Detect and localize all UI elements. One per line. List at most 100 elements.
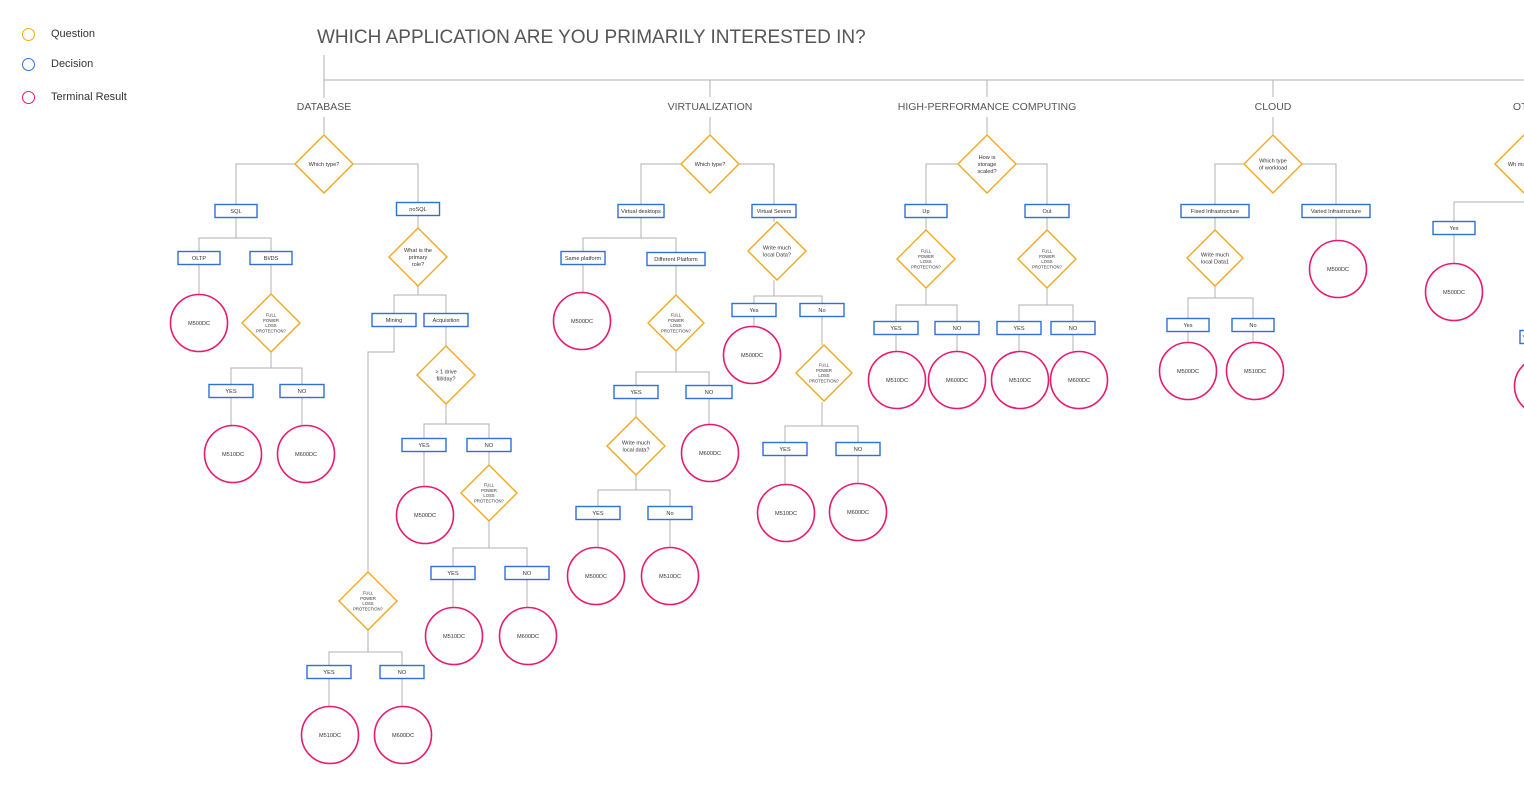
decision-box-shape <box>934 320 980 336</box>
terminal-label: M510DC <box>1244 369 1266 375</box>
decision-label: YES <box>1522 335 1524 341</box>
terminal-result-node: M510DC <box>1225 341 1285 401</box>
question-diamond-shape <box>957 134 1017 194</box>
decision-box-shape <box>371 312 417 328</box>
decision-box-shape <box>1432 220 1476 236</box>
terminal-circle-shape <box>169 293 229 353</box>
terminal-label: M500DC <box>414 513 436 519</box>
connector-line <box>753 280 775 303</box>
connector-line <box>1018 288 1048 321</box>
question-node: Which type? <box>680 134 740 194</box>
decision-label: YES <box>630 390 641 396</box>
connector-line <box>368 651 403 665</box>
terminal-result-node: M500DC <box>722 325 782 385</box>
terminal-circle-shape <box>1049 350 1109 410</box>
legend-terminal-result: Terminal Result <box>22 87 127 107</box>
decision-node: Yes <box>731 302 777 318</box>
connector-line <box>198 217 237 251</box>
decision-label: SQL <box>230 209 241 215</box>
decision-node: Out <box>1024 203 1070 219</box>
question-diamond-shape <box>460 464 518 522</box>
connector-line <box>641 237 677 252</box>
connector-line <box>895 288 927 321</box>
decision-node: YES <box>1519 329 1524 345</box>
decision-node: YES <box>762 441 808 457</box>
terminal-circle-shape <box>828 482 888 542</box>
decision-box-shape <box>904 203 948 219</box>
connector-line <box>1187 286 1216 318</box>
decision-box-shape <box>731 302 777 318</box>
decision-label: Varied Infrastructure <box>1311 209 1361 215</box>
question-diamond-shape <box>1243 134 1303 194</box>
decision-box-shape <box>647 505 693 521</box>
decision-label: NO <box>398 670 407 676</box>
decision-label: Fixed Infrastructure <box>1191 209 1239 215</box>
decision-node: Varied Infrastructure <box>1301 203 1371 219</box>
legend-question: Question <box>22 24 95 44</box>
legend-label-decision: Decision <box>51 58 94 70</box>
decision-node: YES <box>873 320 919 336</box>
terminal-result-node: M500DC <box>1424 262 1484 322</box>
decision-node: Virtual desktops <box>617 203 665 219</box>
decision-label: No <box>818 308 825 314</box>
question-diamond-shape <box>1017 229 1077 289</box>
terminal-circle-shape <box>373 705 433 765</box>
connector-line <box>636 489 671 506</box>
connector-line <box>582 217 642 252</box>
terminal-result-node: M510DC <box>867 350 927 410</box>
connector-line <box>1215 297 1254 318</box>
decision-box-shape <box>401 437 447 453</box>
decision-label: NO <box>1069 326 1078 332</box>
connector-line <box>784 402 823 442</box>
decision-label: NO <box>953 326 962 332</box>
decision-node: NO <box>279 383 325 399</box>
terminal-label: M510DC <box>886 378 908 384</box>
decision-box-shape <box>379 664 425 680</box>
decision-box-shape <box>395 201 441 217</box>
terminal-label: M500DC <box>1177 369 1199 375</box>
decision-node: YES <box>430 565 476 581</box>
connector-line <box>597 475 637 506</box>
decision-label: OLTP <box>192 256 206 262</box>
decision-label: BI/DS <box>264 256 279 262</box>
terminal-circle-shape <box>566 546 626 606</box>
decision-box-shape <box>430 565 476 581</box>
question-diamond-shape <box>647 294 705 352</box>
decision-label: Acquisition <box>432 318 459 324</box>
terminal-label: M600DC <box>946 378 968 384</box>
terminal-label: M500DC <box>1443 290 1465 296</box>
question-diamond-shape <box>680 134 740 194</box>
connector-line <box>328 630 369 665</box>
decision-label: noSQL <box>409 207 426 213</box>
decision-box-shape <box>1519 329 1524 345</box>
terminal-circle-shape <box>498 606 558 666</box>
decision-label: No <box>1249 323 1256 329</box>
decision-node: No <box>799 302 845 318</box>
decision-box-shape <box>762 441 808 457</box>
decision-box-shape <box>1166 317 1210 333</box>
terminal-circle-shape <box>395 485 455 545</box>
connector-line <box>1016 163 1048 204</box>
question-label: Which type? <box>309 162 340 168</box>
decision-label: Yes <box>1449 226 1458 232</box>
decision-node: NO <box>379 664 425 680</box>
decision-label: NO <box>298 389 307 395</box>
connector-line <box>1302 163 1337 204</box>
terminal-circle-shape <box>300 705 360 765</box>
decision-node: NO <box>1050 320 1096 336</box>
connector-line <box>235 163 295 204</box>
terminal-label: M510DC <box>443 634 465 640</box>
category-hpc: HIGH-PERFORMANCE COMPUTING <box>898 101 1077 113</box>
connector-line <box>323 55 1524 81</box>
terminal-result-node: M600DC <box>276 424 336 484</box>
